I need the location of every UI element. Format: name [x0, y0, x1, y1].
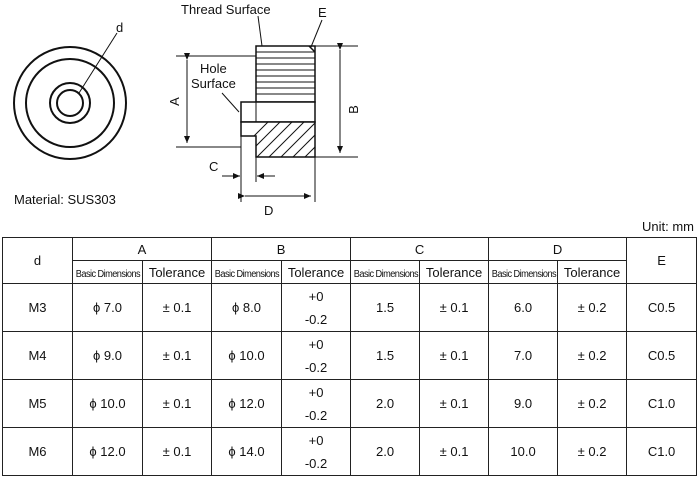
header-d-basic: Basic Dimensions	[488, 260, 559, 284]
header-group-b: B	[211, 237, 352, 261]
label-thread-surface: Thread Surface	[181, 2, 271, 17]
cell-c-basic: 2.0	[350, 427, 421, 476]
cell-e: C1.0	[626, 427, 698, 476]
cell-c-tolerance: ± 0.1	[419, 283, 490, 332]
header-a-tolerance: Tolerance	[141, 260, 213, 284]
table-row: M6 ϕ 12.0 ± 0.1 ϕ 14.0 +0-0.2 2.0 ± 0.1 …	[2, 427, 698, 476]
label-hole: Hole	[200, 61, 227, 76]
header-group-c: C	[350, 237, 490, 261]
header-b-tolerance: Tolerance	[281, 260, 352, 284]
label-d: d	[116, 20, 124, 35]
dimension-c	[222, 136, 275, 182]
header-row-subheads: Basic Dimensions Tolerance Basic Dimensi…	[3, 260, 697, 284]
cell-c-tolerance: ± 0.1	[419, 379, 490, 428]
cell-c-tolerance: ± 0.1	[419, 427, 490, 476]
dimension-d	[238, 157, 316, 202]
header-row-groups: d A B C D E	[2, 237, 698, 284]
label-e: E	[318, 5, 327, 20]
label-a: A	[166, 97, 182, 106]
cell-b-tolerance: +0-0.2	[281, 427, 352, 476]
cell-d: M5	[2, 379, 73, 428]
table-row: M5 ϕ 10.0 ± 0.1 ϕ 12.0 +0-0.2 2.0 ± 0.1 …	[2, 379, 698, 428]
front-view	[13, 32, 127, 160]
cell-b-basic: ϕ 12.0	[211, 379, 283, 428]
dimension-table: d A B C D E Basic Dimensions Tolerance B…	[2, 237, 698, 476]
cell-e: C0.5	[626, 331, 698, 380]
cell-d-tolerance: ± 0.2	[557, 379, 628, 428]
cell-c-basic: 1.5	[350, 283, 421, 332]
cell-d-tolerance: ± 0.2	[557, 283, 628, 332]
cell-b-tolerance: +0-0.2	[281, 331, 352, 380]
table-row: M3 ϕ 7.0 ± 0.1 ϕ 8.0 +0-0.2 1.5 ± 0.1 6.…	[2, 283, 698, 332]
cell-d-basic: 6.0	[488, 283, 559, 332]
cell-d-tolerance: ± 0.2	[557, 427, 628, 476]
header-group-d: D	[488, 237, 628, 261]
cell-b-basic: ϕ 14.0	[211, 427, 283, 476]
header-d-tolerance: Tolerance	[557, 260, 628, 284]
cell-c-tolerance: ± 0.1	[419, 331, 490, 380]
cell-a-tolerance: ± 0.1	[141, 427, 213, 476]
cell-d-basic: 7.0	[488, 331, 559, 380]
header-group-a: A	[71, 237, 213, 261]
label-b: B	[345, 105, 361, 114]
header-d: d	[2, 237, 73, 284]
side-view	[240, 45, 316, 158]
cell-d-basic: 10.0	[488, 427, 559, 476]
cell-a-tolerance: ± 0.1	[141, 379, 213, 428]
leader-lines	[221, 15, 323, 113]
material-note: Material: SUS303	[14, 192, 116, 207]
dimension-a	[176, 53, 256, 148]
cell-a-tolerance: ± 0.1	[141, 331, 213, 380]
cell-b-tolerance: +0-0.2	[281, 283, 352, 332]
cell-a-basic: ϕ 12.0	[72, 427, 143, 476]
cell-e: C0.5	[626, 283, 698, 332]
cell-b-basic: ϕ 8.0	[211, 283, 283, 332]
unit-note: Unit: mm	[642, 219, 694, 234]
label-c: C	[209, 159, 219, 174]
header-e: E	[626, 237, 698, 284]
cell-d: M3	[2, 283, 73, 332]
cell-b-basic: ϕ 10.0	[211, 331, 283, 380]
cell-e: C1.0	[626, 379, 698, 428]
cell-a-basic: ϕ 10.0	[72, 379, 143, 428]
cell-a-basic: ϕ 9.0	[72, 331, 143, 380]
table-row: M4 ϕ 9.0 ± 0.1 ϕ 10.0 +0-0.2 1.5 ± 0.1 7…	[2, 331, 698, 380]
header-c-tolerance: Tolerance	[419, 260, 490, 284]
cell-a-tolerance: ± 0.1	[141, 283, 213, 332]
cell-d: M6	[2, 427, 73, 476]
label-d-dim: D	[264, 203, 274, 218]
technical-drawing	[13, 15, 358, 202]
cell-c-basic: 2.0	[350, 379, 421, 428]
cell-c-basic: 1.5	[350, 331, 421, 380]
dimension-b	[315, 43, 358, 158]
cell-d-basic: 9.0	[488, 379, 559, 428]
label-surface: Surface	[191, 76, 236, 91]
header-c-basic: Basic Dimensions	[350, 260, 421, 284]
header-a-basic: Basic Dimensions	[72, 260, 143, 284]
cell-d: M4	[2, 331, 73, 380]
cell-d-tolerance: ± 0.2	[557, 331, 628, 380]
cell-b-tolerance: +0-0.2	[281, 379, 352, 428]
cell-a-basic: ϕ 7.0	[72, 283, 143, 332]
header-b-basic: Basic Dimensions	[211, 260, 283, 284]
